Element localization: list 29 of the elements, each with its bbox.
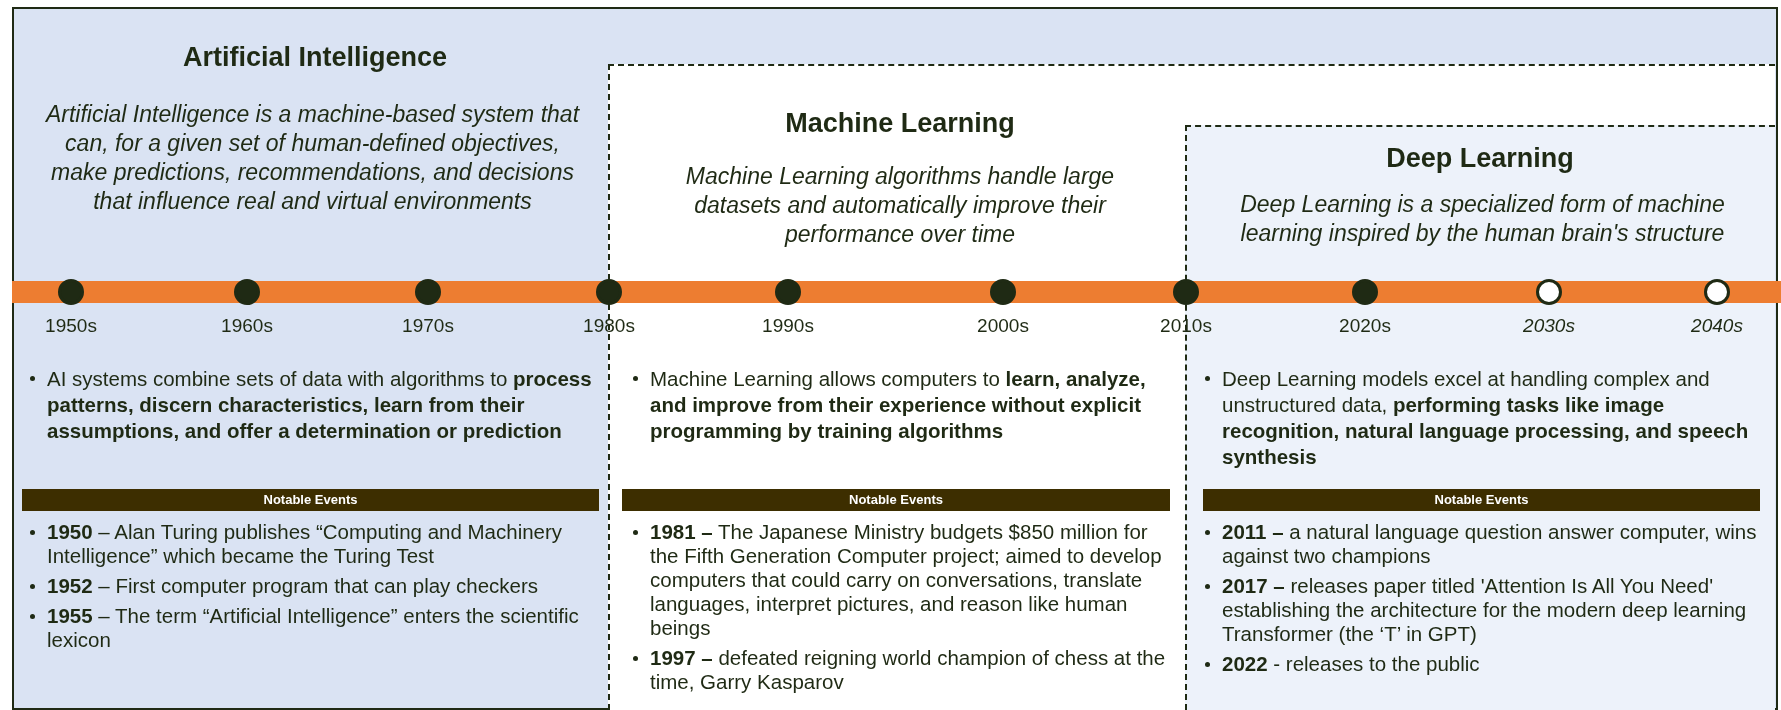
description: Machine Learning algorithms handle large datasets and automatically improve their performance over time bbox=[684, 162, 1116, 249]
description: Artificial Intelligence is a machine-based system that can, for a given set of human-defined objectives, make predictions, recommendations, and decisions that influence real and virtual environments bbox=[44, 100, 581, 216]
event-text: 2017 – releases paper titled 'Attention Is All You Need' establishing the architecture for the modern deep learning Transformer (the ‘T’ in GPT) bbox=[1200, 574, 1765, 646]
event-text: 2022 - releases to the public bbox=[1200, 652, 1765, 676]
heading: Machine Learning bbox=[784, 108, 1016, 139]
event-text: 1955 – The term “Artificial Intelligence” enters the scientific lexicon bbox=[25, 604, 600, 652]
year-label: 2010s bbox=[1160, 315, 1212, 337]
section-header-bar: Notable Events bbox=[22, 489, 599, 511]
heading: Artificial Intelligence bbox=[181, 42, 449, 73]
year-label: 2040s bbox=[1691, 315, 1743, 337]
year-label: 1960s bbox=[221, 315, 273, 337]
bullet-text: AI systems combine sets of data with algorithms to process patterns, discern characteristics, learn from their assumptions, and offer a determination or prediction bbox=[25, 366, 600, 444]
section-header-bar: Notable Events bbox=[622, 489, 1170, 511]
event-text: 1950 – Alan Turing publishes “Computing and Machinery Intelligence” which became the Turing Test bbox=[25, 520, 600, 568]
year-label: 1980s bbox=[583, 315, 635, 337]
year-label: 1970s bbox=[402, 315, 454, 337]
description: Deep Learning is a specialized form of machine learning inspired by the human brain's structure bbox=[1239, 190, 1726, 248]
event-text: 1952 – First computer program that can play checkers bbox=[25, 574, 600, 598]
bullet-text: Deep Learning models excel at handling complex and unstructured data, performing tasks like image recognition, natural language processing, and speech synthesis bbox=[1200, 366, 1765, 470]
year-label: 1990s bbox=[762, 315, 814, 337]
event-text: 1997 – defeated reigning world champion of chess at the time, Garry Kasparov bbox=[628, 646, 1178, 694]
year-label: 2030s bbox=[1523, 315, 1575, 337]
heading: Deep Learning bbox=[1385, 143, 1575, 174]
year-label: 2000s bbox=[977, 315, 1029, 337]
bullet-text: Machine Learning allows computers to learn, analyze, and improve from their experience without explicit programming by training algorithms bbox=[628, 366, 1173, 444]
year-label: 1950s bbox=[45, 315, 97, 337]
panel-background bbox=[12, 7, 1778, 710]
section-header-bar: Notable Events bbox=[1203, 489, 1760, 511]
year-label: 2020s bbox=[1339, 315, 1391, 337]
